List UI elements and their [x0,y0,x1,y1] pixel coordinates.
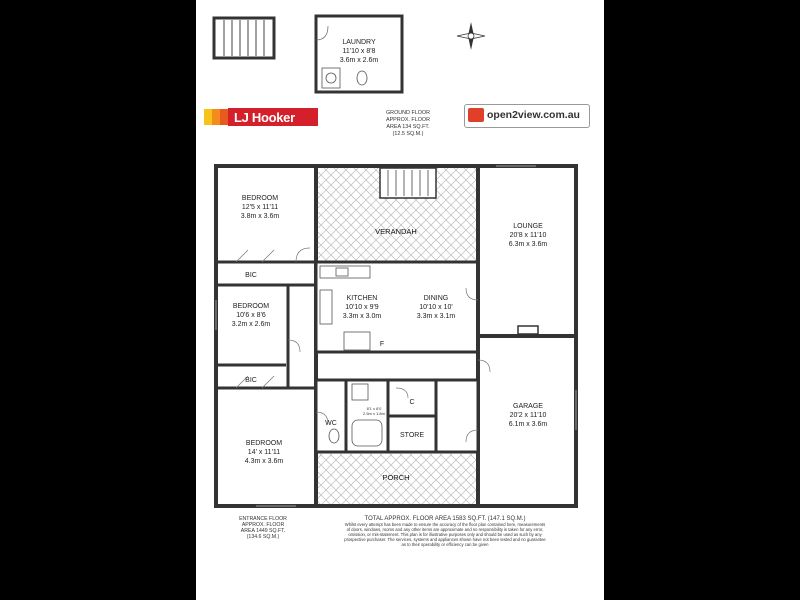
entrance-floor-note: ENTRANCE FLOOR APPROX. FLOOR AREA 1449 S… [239,516,287,540]
bedroom3-imperial: 14' x 11'11 [248,449,280,456]
total-area-disclaimer: TOTAL APPROX. FLOOR AREA 1583 SQ.FT. (14… [314,516,576,547]
garage-imperial: 20'2 x 11'10 [510,412,547,419]
open2view-logo: open2view.com.au [464,104,590,128]
house-icon [468,108,484,122]
bathroom-metric: 2.5m x 1.8m [363,411,386,416]
stairs-top-left [212,16,276,60]
bic1-label: BIC [245,272,257,279]
floor-plan-drawing: LAUNDRY 11'10 x 8'8 3.6m x 2.6m BEDROOM … [212,14,578,508]
lounge-imperial: 20'8 x 11'10 [510,232,547,239]
bic2-label: BIC [245,377,257,384]
door-swings [235,247,491,443]
svg-text:GROUND FLOOR: GROUND FLOOR [386,110,430,116]
room-labels: LAUNDRY 11'10 x 8'8 3.6m x 2.6m BEDROOM … [232,39,548,482]
fridge-label: F [380,341,384,348]
bedroom2-imperial: 10'6 x 8'6 [236,312,266,319]
garage-name: GARAGE [513,403,543,410]
stairs-verandah [379,167,437,199]
dining-metric: 3.3m x 3.1m [417,313,456,320]
bedroom3-name: BEDROOM [246,440,282,447]
porch-label: PORCH [382,473,409,482]
lounge-metric: 6.3m x 3.6m [509,241,548,248]
svg-text:AREA 134 SQ.FT.: AREA 134 SQ.FT. [386,124,429,130]
laundry-metric: 3.6m x 2.6m [340,57,379,64]
interior-walls [216,260,438,452]
laundry-name: LAUNDRY [342,39,376,46]
dining-name: DINING [424,295,449,302]
bedroom1-metric: 3.8m x 3.6m [241,213,280,220]
svg-text:APPROX. FLOOR: APPROX. FLOOR [386,117,430,123]
lounge-name: LOUNGE [513,223,543,230]
laundry-room [314,14,404,94]
total-area: TOTAL APPROX. FLOOR AREA 1583 SQ.FT. (14… [364,516,526,522]
open2view-wordmark: open2view.com.au [487,109,580,121]
compass-rose-icon [456,22,486,50]
garage-metric: 6.1m x 3.6m [509,421,548,428]
bedroom3-metric: 4.3m x 3.6m [245,458,284,465]
ljhooker-logo: LJ Hooker [204,106,318,128]
bedroom2-name: BEDROOM [233,303,269,310]
bedroom2-metric: 3.2m x 2.6m [232,321,271,328]
kitchen-name: KITCHEN [347,295,378,302]
bedroom1-imperial: 12'5 x 11'11 [242,204,278,211]
verandah-label: VERANDAH [375,227,417,236]
ljhooker-wordmark: LJ Hooker [234,110,295,125]
floor-plan-sheet: LAUNDRY 11'10 x 8'8 3.6m x 2.6m BEDROOM … [196,0,604,600]
store-label: STORE [400,432,424,439]
bedroom1-name: BEDROOM [242,195,278,202]
fireplace [517,325,539,335]
kitchen-metric: 3.3m x 3.0m [343,313,382,320]
ground-floor-note: GROUND FLOOR APPROX. FLOOR AREA 134 SQ.F… [386,110,430,137]
dining-imperial: 10'10 x 10' [419,304,452,311]
kitchen-fixtures [319,265,371,351]
bathroom-fixtures [328,383,383,447]
wc-label: WC [325,420,337,427]
main-house-outline [214,164,578,508]
svg-text:(12.5 SQ.M.): (12.5 SQ.M.) [393,131,424,137]
cupboard-label: C [409,399,414,406]
laundry-imperial: 11'10 x 8'8 [343,48,376,55]
kitchen-imperial: 10'10 x 9'9 [345,304,379,311]
windows [215,165,577,507]
bathroom-imperial: 8'1 x 6'0 [367,406,382,411]
